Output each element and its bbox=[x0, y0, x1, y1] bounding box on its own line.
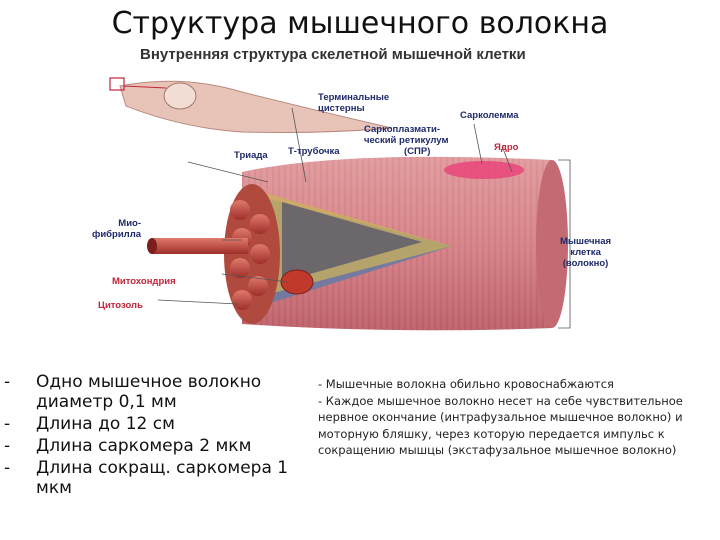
muscle-fiber-drawing bbox=[109, 77, 571, 331]
bullet-item: -Длина до 12 см bbox=[4, 414, 175, 434]
label-nucleus: Ядро bbox=[494, 142, 519, 153]
note-paragraph: - Каждое мышечное волокно несет на себе … bbox=[318, 393, 683, 458]
note-paragraph: - Мышечные волокна обильно кровоснабжают… bbox=[318, 377, 614, 391]
bullet-item: -Длина саркомера 2 мкм bbox=[4, 436, 252, 456]
muscle-cell-body bbox=[242, 156, 568, 331]
figure-title: Внутренняя структура скелетной мышечной … bbox=[140, 46, 526, 63]
bullet-list: -Одно мышечное волокно диаметр 0,1 мм -Д… bbox=[4, 372, 304, 500]
label-pointers bbox=[157, 107, 571, 329]
inset-muscle bbox=[109, 77, 393, 133]
label-terminal-cisterns: Терминальные цистерны bbox=[318, 92, 390, 114]
label-myofibril: Мио- фибрилла bbox=[92, 218, 142, 240]
label-sarcoplasmic-reticulum: Саркоплазмати- ческий ретикулум (СПР) bbox=[364, 124, 449, 157]
bullet-item: -Длина сокращ. саркомера 1 мкм bbox=[4, 458, 289, 498]
label-triad: Триада bbox=[234, 150, 268, 161]
notes-block: - Мышечные волокна обильно кровоснабжают… bbox=[318, 376, 702, 459]
label-cytosol: Цитозоль bbox=[98, 300, 143, 311]
bullet-item: -Одно мышечное волокно диаметр 0,1 мм bbox=[4, 372, 262, 412]
muscle-fiber-illustration: Внутренняя структура скелетной мышечной … bbox=[92, 42, 632, 332]
label-sarcolemma: Сарколемма bbox=[460, 110, 519, 121]
slide-title: Структура мышечного волокна bbox=[111, 6, 609, 41]
label-muscle-cell: Мышечная клетка (волокно) bbox=[560, 236, 612, 269]
myofibril-bundle bbox=[147, 184, 314, 324]
label-mitochondrion: Митохондрия bbox=[112, 276, 176, 287]
label-t-tubule: Т-трубочка bbox=[288, 146, 340, 157]
